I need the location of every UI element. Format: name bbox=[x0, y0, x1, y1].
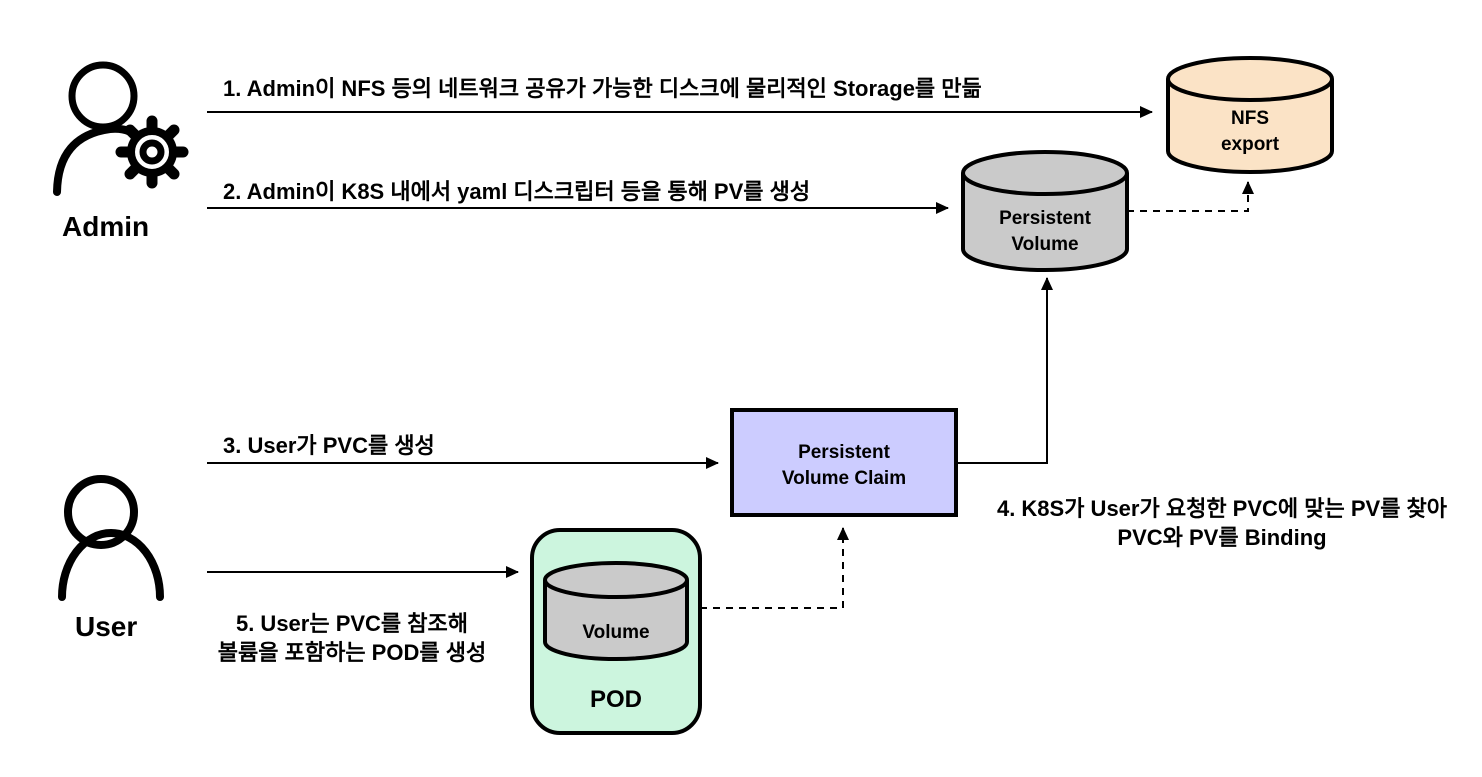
volume-label: Volume bbox=[582, 622, 649, 643]
step3-text: 3. User가 PVC를 생성 bbox=[223, 433, 435, 458]
volume-body bbox=[543, 580, 689, 661]
pod-label: POD bbox=[590, 686, 642, 713]
volume-to-pvc-dashed-arrow bbox=[687, 527, 849, 609]
persistent-volume-claim-box: Persistent Volume Claim bbox=[730, 408, 958, 517]
pvc-shape bbox=[730, 408, 958, 517]
admin-head-icon bbox=[68, 61, 138, 131]
persistent-volume-cylinder: Persistent Volume bbox=[961, 150, 1129, 272]
gear-icon bbox=[115, 115, 189, 189]
nfs-body bbox=[1166, 79, 1334, 174]
step4-text-line2: PVC와 PV를 Binding bbox=[1117, 525, 1326, 550]
pvc-label-line1: Persistent bbox=[798, 442, 891, 463]
pv-body bbox=[961, 173, 1129, 272]
step5-text-line1: 5. User는 PVC를 참조해 bbox=[236, 611, 468, 636]
step4-text-line1: 4. K8S가 User가 요청한 PVC에 맞는 PV를 찾아 bbox=[997, 496, 1448, 521]
pv-label-line1: Persistent bbox=[999, 208, 1092, 229]
pvc-to-pv-binding-arrow bbox=[956, 277, 1053, 464]
admin-body-icon bbox=[53, 124, 145, 196]
volume-top bbox=[543, 561, 689, 599]
pv-label-line2: Volume bbox=[1011, 234, 1078, 255]
nfs-export-cylinder: NFS export bbox=[1166, 56, 1334, 174]
user-head-icon bbox=[64, 475, 138, 549]
nfs-top bbox=[1166, 56, 1334, 102]
step2-text: 2. Admin이 K8S 내에서 yaml 디스크립터 등을 통해 PV를 생… bbox=[223, 179, 810, 204]
volume-cylinder: Volume bbox=[543, 561, 689, 661]
pv-to-nfs-dashed-arrow bbox=[1127, 181, 1254, 212]
nfs-label-line1: NFS bbox=[1231, 108, 1269, 129]
pv-top bbox=[961, 150, 1129, 196]
pvc-label-line2: Volume Claim bbox=[782, 468, 906, 489]
step5-text-line2: 볼륨을 포함하는 POD를 생성 bbox=[218, 640, 486, 665]
user-body-icon bbox=[58, 529, 164, 601]
user-icon bbox=[58, 475, 164, 601]
admin-icon bbox=[53, 61, 189, 196]
step1-text: 1. Admin이 NFS 등의 네트워크 공유가 가능한 디스크에 물리적인 … bbox=[223, 76, 982, 101]
admin-label: Admin bbox=[62, 211, 149, 242]
user-label: User bbox=[75, 611, 137, 642]
nfs-label-line2: export bbox=[1221, 134, 1280, 155]
